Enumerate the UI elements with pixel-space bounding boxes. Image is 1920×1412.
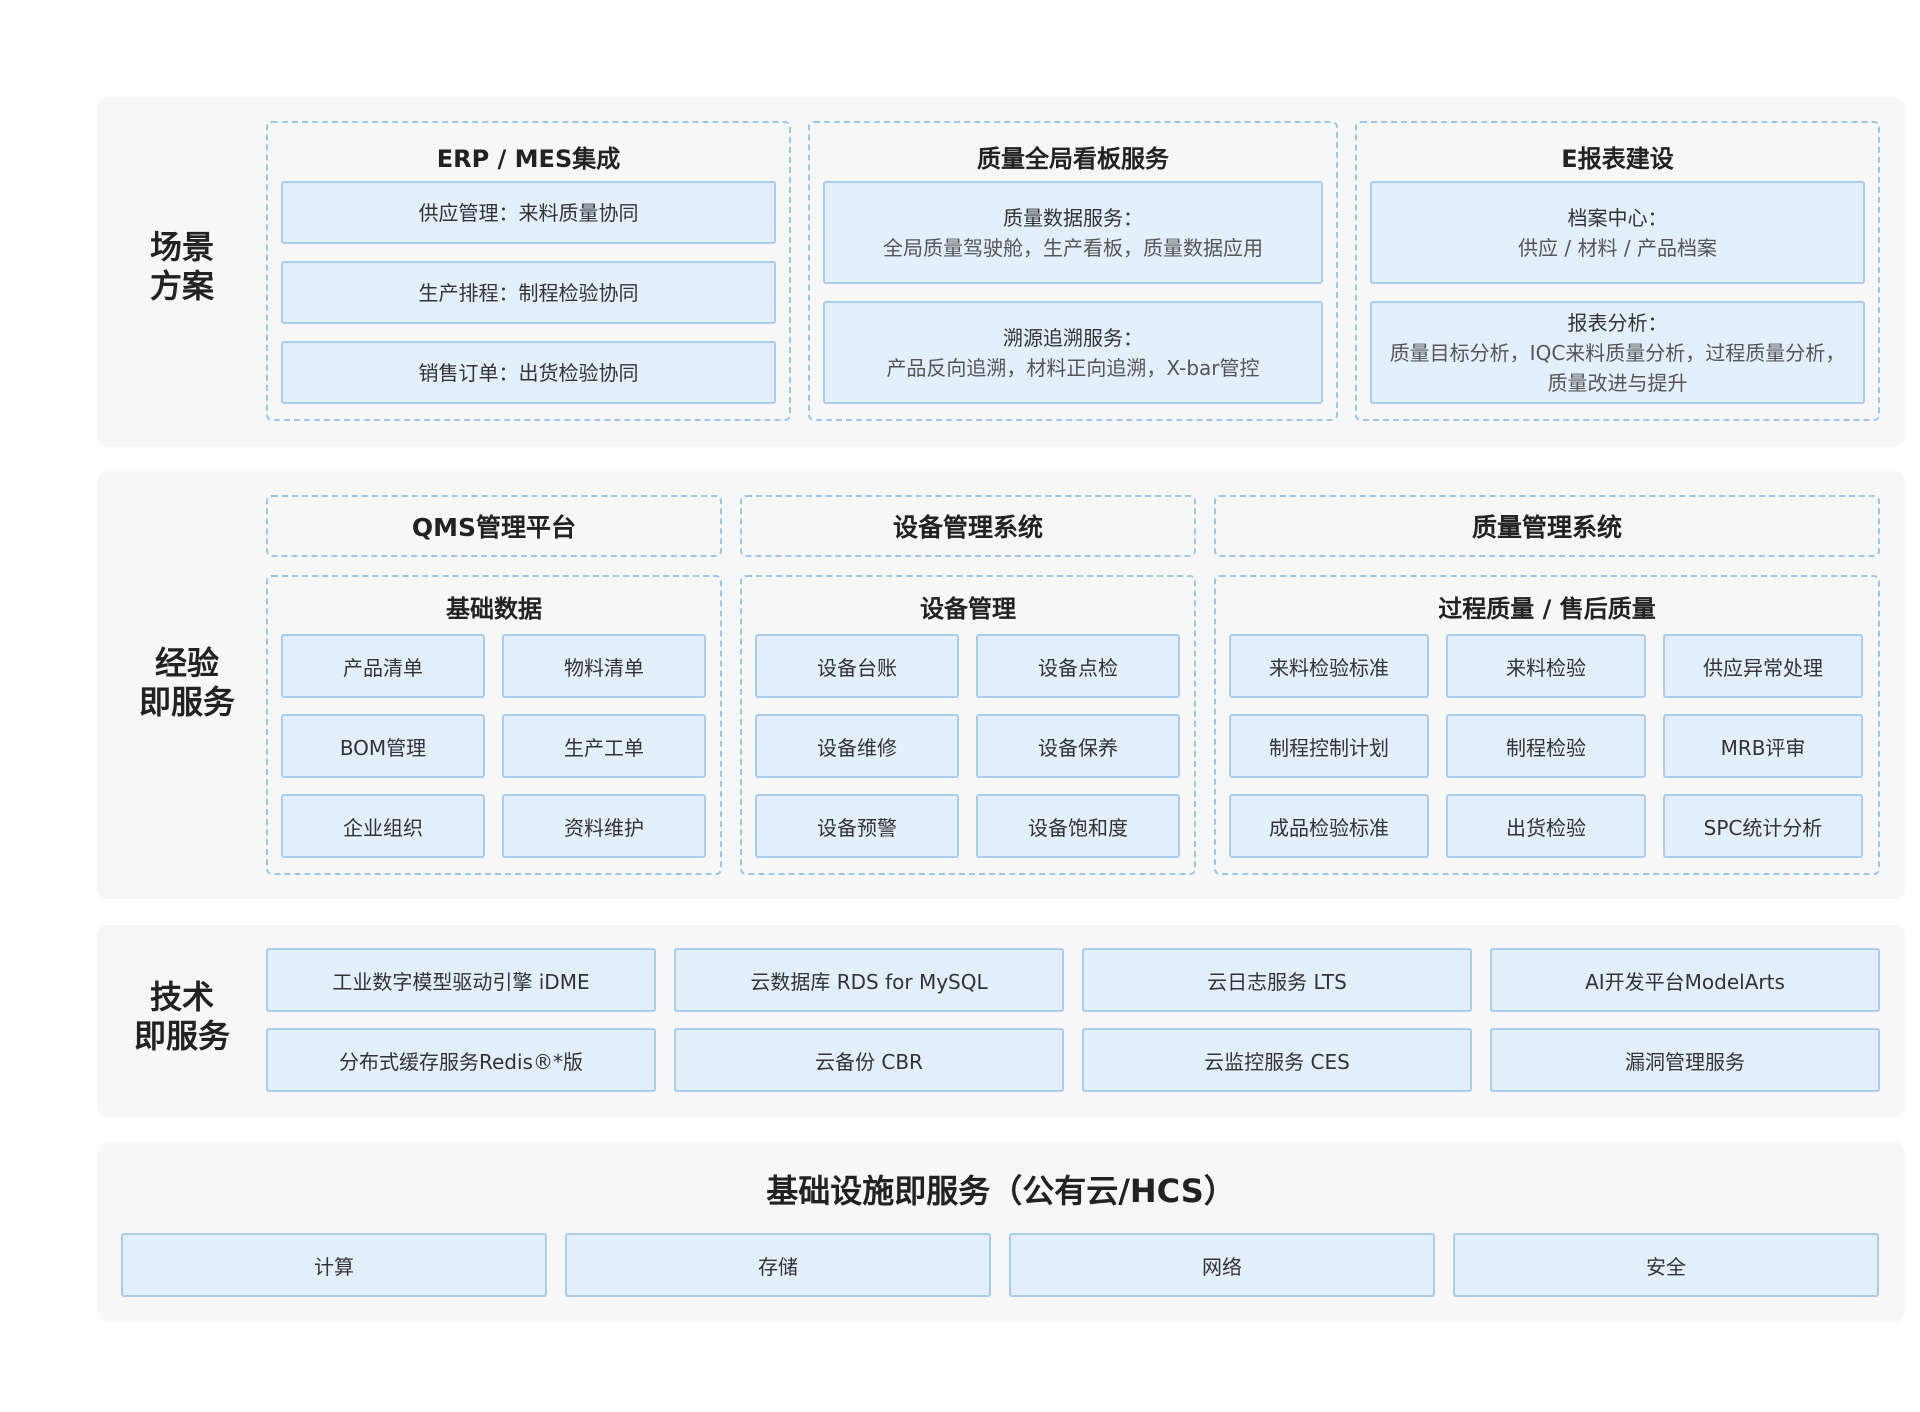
system-equipment-management: 设备管理系统 — [740, 495, 1196, 557]
system-title: QMS管理平台 — [411, 513, 577, 542]
scenario-group-e-report: E报表建设 — [1355, 121, 1880, 421]
module-item: 来料检验标准 — [1229, 634, 1429, 698]
module-item: 制程检验 — [1446, 714, 1646, 778]
module-basic-data: 基础数据 — [266, 575, 722, 875]
system-quality-management: 质量管理系统 — [1214, 495, 1880, 557]
tech-service: 云数据库 RDS for MySQL — [674, 948, 1064, 1012]
box-detail: 产品反向追溯，材料正向追溯，X-bar管控 — [886, 355, 1260, 380]
scenario-label: 场景方案 — [149, 228, 214, 305]
module-equipment: 设备管理 — [740, 575, 1196, 875]
box-heading: 档案中心： — [1567, 205, 1668, 230]
infra-item: 存储 — [565, 1233, 991, 1297]
infra-item: 网络 — [1009, 1233, 1435, 1297]
infrastructure-title: 基础设施即服务（公有云/HCS） — [766, 1172, 1236, 1210]
group-title: E报表建设 — [1561, 145, 1674, 173]
scenario-box: 报表分析： 质量目标分析，IQC来料质量分析，过程质量分析， 质量改进与提升 — [1370, 301, 1865, 404]
system-qms-platform: QMS管理平台 — [266, 495, 722, 557]
tech-service: 漏洞管理服务 — [1490, 1028, 1880, 1092]
infra-item: 计算 — [121, 1233, 547, 1297]
module-item: 企业组织 — [281, 794, 485, 858]
group-title: ERP / MES集成 — [436, 145, 621, 173]
scenario-box: 档案中心： 供应 / 材料 / 产品档案 — [1370, 181, 1865, 284]
tech-service: 分布式缓存服务Redis®*版 — [266, 1028, 656, 1092]
scenario-group-quality-dashboard: 质量全局看板服务 — [808, 121, 1338, 421]
box-heading: 报表分析： — [1567, 310, 1668, 335]
scenario-box: 生产排程：制程检验协同 — [281, 261, 776, 324]
technology-label: 技术即服务 — [133, 978, 230, 1055]
box-detail: 质量目标分析，IQC来料质量分析，过程质量分析， — [1389, 340, 1846, 365]
system-title: 质量管理系统 — [1471, 513, 1622, 542]
module-item: SPC统计分析 — [1663, 794, 1863, 858]
box-text: 生产排程：制程检验协同 — [418, 280, 639, 305]
group-title: 过程质量 / 售后质量 — [1438, 595, 1656, 623]
experience-label: 经验即服务 — [138, 644, 235, 721]
scenario-group-erp-mes: ERP / MES集成 — [266, 121, 791, 421]
module-item: 资料维护 — [502, 794, 706, 858]
box-detail: 供应 / 材料 / 产品档案 — [1518, 235, 1717, 260]
box-heading: 质量数据服务： — [1003, 205, 1143, 230]
box-text: 销售订单：出货检验协同 — [418, 360, 639, 385]
module-item: 设备保养 — [976, 714, 1180, 778]
module-item: 制程控制计划 — [1229, 714, 1429, 778]
module-item: 成品检验标准 — [1229, 794, 1429, 858]
tech-service: AI开发平台ModelArts — [1490, 948, 1880, 1012]
module-item: 设备台账 — [755, 634, 959, 698]
tech-service: 工业数字模型驱动引擎 iDME — [266, 948, 656, 1012]
scenario-box: 质量数据服务： 全局质量驾驶舱，生产看板，质量数据应用 — [823, 181, 1323, 284]
scenario-box: 溯源追溯服务： 产品反向追溯，材料正向追溯，X-bar管控 — [823, 301, 1323, 404]
group-title: 设备管理 — [920, 595, 1016, 623]
module-item: BOM管理 — [281, 714, 485, 778]
box-heading: 溯源追溯服务： — [1003, 325, 1143, 350]
module-item: MRB评审 — [1663, 714, 1863, 778]
tech-service: 云日志服务 LTS — [1082, 948, 1472, 1012]
box-text: 供应管理：来料质量协同 — [418, 200, 639, 225]
module-process-quality: 过程质量 / 售后质量 — [1214, 575, 1880, 875]
group-title: 基础数据 — [446, 595, 542, 623]
module-item: 设备维修 — [755, 714, 959, 778]
infra-item: 安全 — [1453, 1233, 1879, 1297]
box-detail: 质量改进与提升 — [1547, 370, 1688, 395]
module-item: 生产工单 — [502, 714, 706, 778]
scenario-box: 销售订单：出货检验协同 — [281, 341, 776, 404]
module-item: 产品清单 — [281, 634, 485, 698]
module-item: 供应异常处理 — [1663, 634, 1863, 698]
system-title: 设备管理系统 — [892, 513, 1043, 542]
module-item: 设备饱和度 — [976, 794, 1180, 858]
tech-service: 云备份 CBR — [674, 1028, 1064, 1092]
module-item: 出货检验 — [1446, 794, 1646, 858]
module-item: 设备预警 — [755, 794, 959, 858]
module-item: 物料清单 — [502, 634, 706, 698]
module-item: 设备点检 — [976, 634, 1180, 698]
scenario-box: 供应管理：来料质量协同 — [281, 181, 776, 244]
tech-service: 云监控服务 CES — [1082, 1028, 1472, 1092]
box-detail: 全局质量驾驶舱，生产看板，质量数据应用 — [883, 235, 1263, 260]
module-item: 来料检验 — [1446, 634, 1646, 698]
group-title: 质量全局看板服务 — [977, 145, 1169, 173]
